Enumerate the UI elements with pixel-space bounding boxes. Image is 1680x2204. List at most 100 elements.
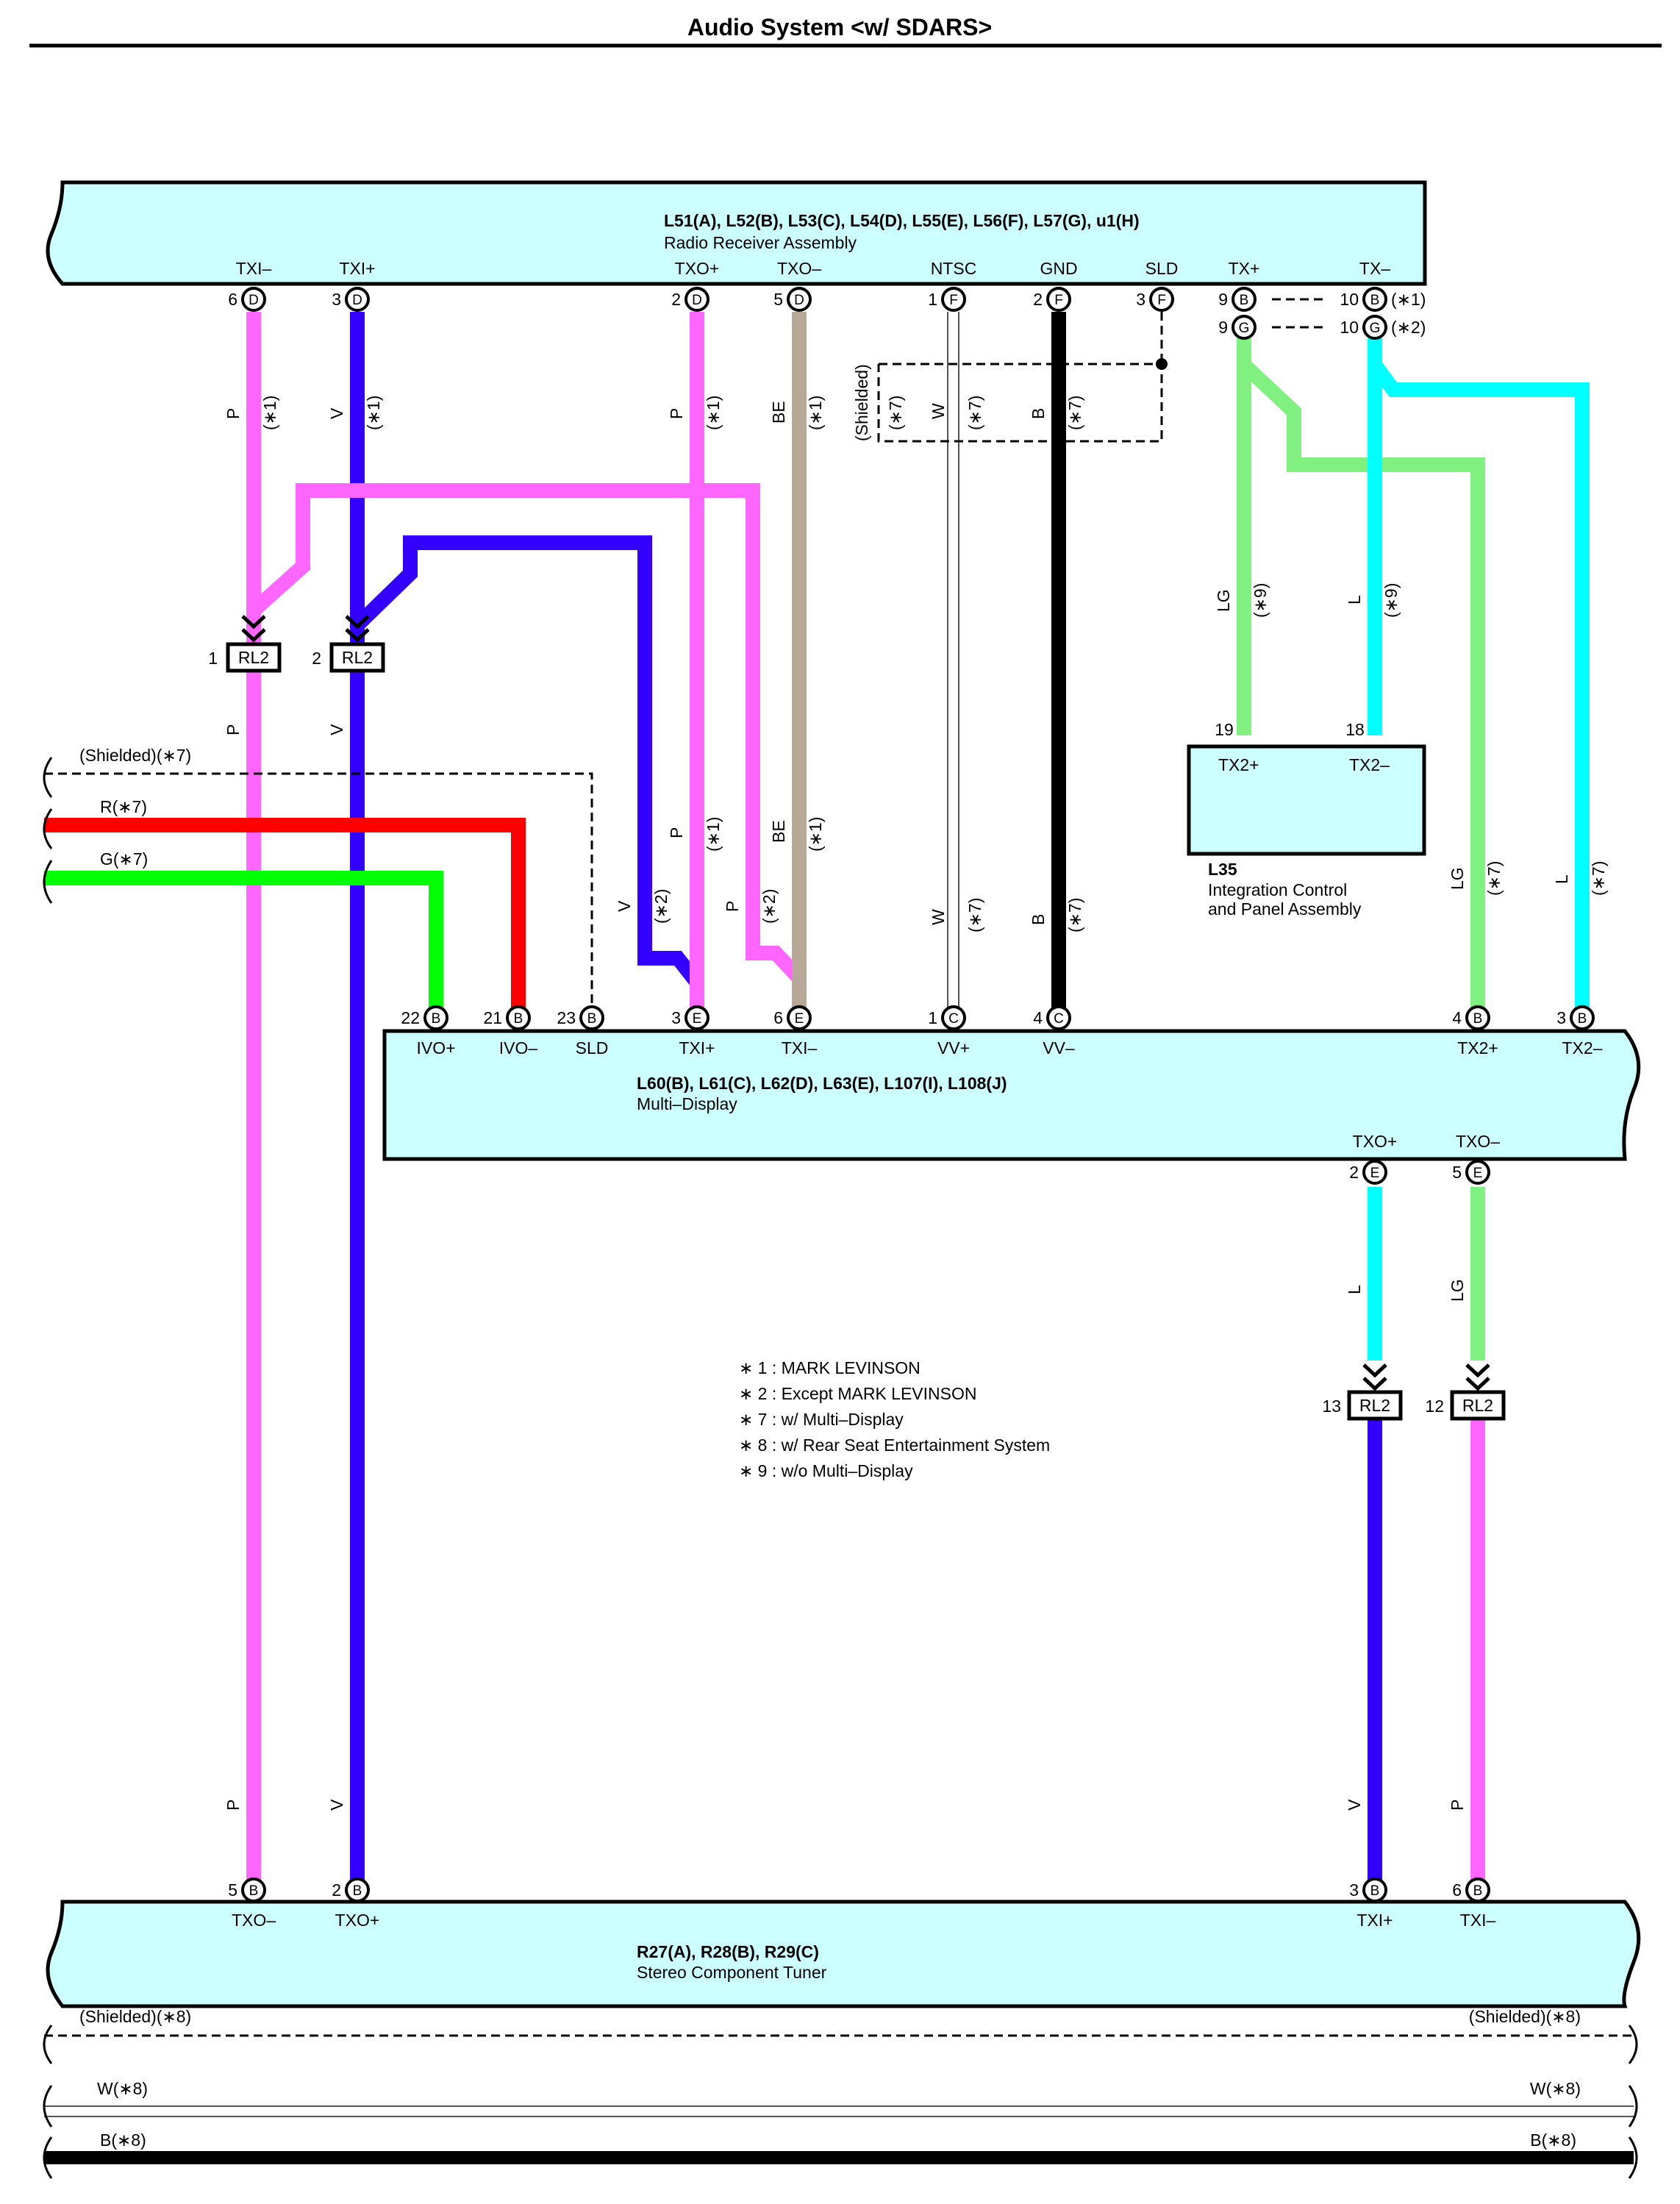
svg-text:SLD: SLD [1145,259,1179,278]
svg-text:RL2: RL2 [1359,1396,1390,1415]
svg-text:V: V [327,407,346,419]
wire-labels: P (∗1) V (∗1) P (∗1) BE (∗1) (Shielded) … [224,364,1608,1811]
svg-text:NTSC: NTSC [931,259,977,278]
tuner-pins: B5 B2 B3 B6 [228,1877,1490,1902]
svg-text:2: 2 [1033,290,1043,309]
svg-text:VV–: VV– [1043,1038,1075,1058]
wire-pink-branch [249,483,805,983]
svg-text:IVO–: IVO– [499,1038,538,1058]
svg-text:D: D [352,293,362,308]
svg-text:B: B [432,1011,441,1027]
svg-text:B: B [1370,1883,1380,1899]
svg-text:F: F [1157,293,1166,308]
svg-text:P: P [1448,1800,1467,1811]
radio-connectors: L51(A), L52(B), L53(C), L54(D), L55(E), … [664,211,1140,230]
svg-text:G: G [1239,321,1250,336]
svg-text:TXO+: TXO+ [1353,1132,1398,1151]
label-w8-left: W(∗8) [97,2079,148,2098]
svg-text:(∗7): (∗7) [1065,396,1084,430]
svg-text:(∗1): (∗1) [704,396,723,430]
svg-text:RL2: RL2 [238,648,269,667]
svg-text:∗ 9 : w/o Multi–Display: ∗ 9 : w/o Multi–Display [739,1461,913,1480]
svg-text:(∗2): (∗2) [759,889,779,924]
svg-text:TXI–: TXI– [1460,1911,1496,1930]
svg-text:B: B [1473,1883,1483,1899]
svg-text:TXO+: TXO+ [335,1911,380,1930]
svg-text:BE: BE [769,820,788,843]
svg-text:B: B [1370,293,1380,308]
label-r7: R(∗7) [100,797,147,816]
wire-violet-branch [352,535,703,988]
shield-junction [1156,358,1168,370]
svg-text:4: 4 [1033,1008,1043,1027]
svg-text:E: E [1473,1166,1483,1181]
legend: ∗ 1 : MARK LEVINSON ∗ 2 : Except MARK LE… [739,1358,1050,1480]
svg-text:4: 4 [1452,1008,1462,1027]
junction-rl2-2: RL2 2 [312,615,385,673]
svg-text:(∗1): (∗1) [806,817,825,852]
svg-text:5: 5 [773,290,783,309]
multi-pins: B22 B21 B23 E3 E6 C1 C4 B4 B3 E2 E5 [401,1005,1595,1185]
svg-text:9: 9 [1218,318,1228,337]
svg-text:B: B [249,1883,259,1899]
svg-text:13: 13 [1322,1397,1341,1416]
svg-text:SLD: SLD [576,1038,609,1058]
svg-text:TXI+: TXI+ [339,259,375,278]
svg-text:TXI+: TXI+ [1356,1911,1393,1930]
tuner-connectors: R27(A), R28(B), R29(C) [637,1942,819,1961]
svg-text:D: D [249,293,259,308]
wire-red [44,818,526,1008]
tuner-name: Stereo Component Tuner [637,1963,827,1982]
junction-rl2-1: RL2 1 [208,615,282,673]
multi-display-box [382,1029,1641,1161]
label-shielded7: (Shielded)(∗7) [79,746,191,765]
svg-text:B: B [353,1883,362,1899]
svg-text:3: 3 [671,1008,681,1027]
svg-text:RL2: RL2 [1462,1396,1493,1415]
svg-text:GND: GND [1040,259,1077,278]
radio-name: Radio Receiver Assembly [664,233,857,252]
l35-name1: Integration Control [1208,880,1347,899]
svg-text:TXO–: TXO– [232,1911,276,1930]
svg-text:D: D [692,293,702,308]
svg-text:3: 3 [1136,290,1145,309]
svg-text:(∗9): (∗9) [1381,583,1401,618]
svg-text:3: 3 [332,290,341,309]
label-shielded8-right: (Shielded)(∗8) [1469,2007,1581,2026]
svg-text:BE: BE [769,401,788,424]
tuner-terminals: TXO– TXO+ TXI+ TXI– [232,1911,1496,1930]
svg-text:TX2+: TX2+ [1457,1038,1498,1058]
svg-text:(∗7): (∗7) [1484,861,1504,896]
svg-text:6: 6 [1452,1880,1462,1900]
svg-text:E: E [795,1011,804,1027]
multi-terminals: IVO+ IVO– SLD TXI+ TXI– VV+ VV– TX2+ TX2… [416,1038,1602,1151]
svg-text:VV+: VV+ [937,1038,970,1058]
radio-pins: D6 D3 D2 D5 F1 F2 F3 B9 G9 B10 G10 (∗1) … [228,287,1426,340]
svg-text:B: B [1473,1011,1483,1027]
svg-text:(∗1): (∗1) [806,396,825,430]
svg-text:TX2–: TX2– [1562,1038,1603,1058]
svg-text:P: P [224,724,243,735]
multi-name: Multi–Display [637,1094,737,1113]
svg-text:W: W [929,909,948,925]
stereo-tuner-box [46,1900,1641,2008]
l35-code: L35 [1208,860,1237,879]
svg-text:P: P [224,1800,243,1811]
integration-control-box [1187,744,1426,856]
svg-text:22: 22 [401,1008,420,1027]
svg-text:10: 10 [1340,318,1359,337]
label-shielded8-left: (Shielded)(∗8) [79,2007,191,2026]
svg-text:(∗1): (∗1) [1391,290,1426,309]
junction-rl2-13: RL2 13 [1322,1363,1403,1421]
svg-text:L: L [1345,595,1364,605]
multi-connectors: L60(B), L61(C), L62(D), L63(E), L107(I),… [637,1074,1007,1093]
svg-text:TX–: TX– [1359,259,1390,278]
label-b8-left: B(∗8) [100,2130,146,2150]
wire-lg-tx-plus-7 [1239,359,1485,1008]
svg-text:21: 21 [483,1008,502,1027]
svg-text:12: 12 [1425,1397,1444,1416]
svg-text:C: C [1054,1011,1064,1027]
svg-text:2: 2 [671,290,681,309]
svg-text:(∗7): (∗7) [965,396,984,430]
